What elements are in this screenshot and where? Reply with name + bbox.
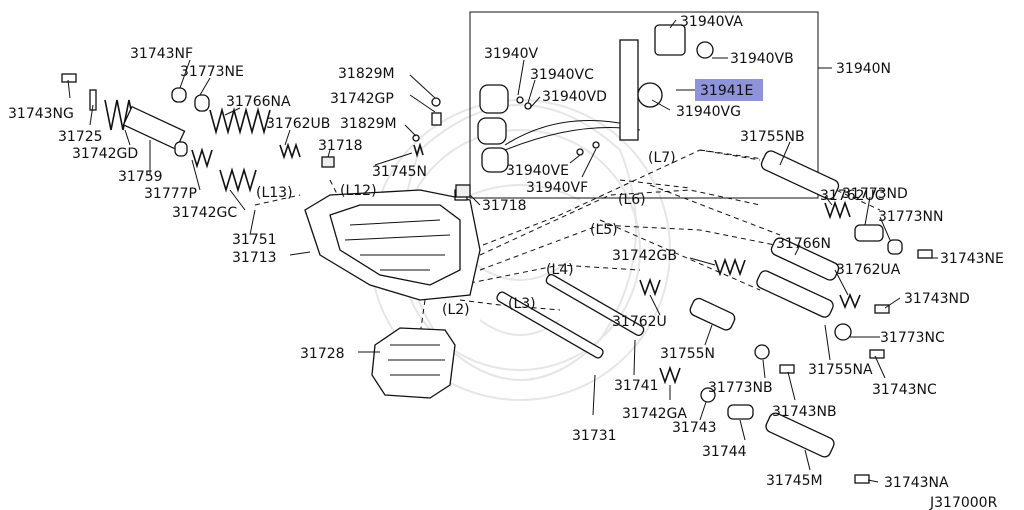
label-31773nc: 31773NC	[880, 330, 945, 346]
label-31745n: 31745N	[372, 164, 427, 180]
label-l12: (L12)	[340, 183, 377, 199]
label-31773nb: 31773NB	[708, 380, 773, 396]
label-l4: (L4)	[546, 262, 574, 278]
label-31743ng: 31743NG	[8, 106, 74, 122]
label-l2: (L2)	[442, 302, 470, 318]
label-31744: 31744	[702, 444, 747, 460]
part-labels: 31743NG 31725 31742GD 31743NF 31773NE 31…	[8, 14, 1004, 510]
label-31741: 31741	[614, 378, 659, 394]
label-31940vd: 31940VD	[542, 89, 607, 105]
label-l7: (L7)	[648, 150, 676, 166]
label-31742gp: 31742GP	[330, 91, 394, 107]
rods	[496, 273, 645, 359]
label-31759: 31759	[118, 169, 163, 185]
valve-body	[304, 189, 481, 301]
label-31755n: 31755N	[660, 346, 715, 362]
label-31743nb: 31743NB	[772, 404, 837, 420]
label-31743na: 31743NA	[884, 475, 949, 491]
label-31731: 31731	[572, 428, 617, 444]
label-31718-a: 31718	[318, 138, 363, 154]
label-31762u: 31762U	[612, 314, 667, 330]
left-parts	[61, 73, 301, 193]
label-31773ne: 31773NE	[180, 64, 244, 80]
solenoid-assembly-box	[469, 11, 819, 199]
label-31762ub: 31762UB	[266, 116, 330, 132]
highlight-31941e	[695, 79, 763, 101]
label-l13: (L13)	[256, 185, 293, 201]
label-31829m-a: 31829M	[338, 66, 395, 82]
label-31940vc: 31940VC	[530, 67, 594, 83]
label-31742ga: 31742GA	[622, 406, 687, 422]
label-31777p: 31777P	[144, 186, 197, 202]
label-31940vg: 31940VG	[676, 104, 741, 120]
label-31773nn: 31773NN	[878, 209, 943, 225]
label-l3: (L3)	[508, 296, 536, 312]
label-31742gb: 31742GB	[612, 248, 677, 264]
label-31743nc: 31743NC	[872, 382, 937, 398]
label-31940vb: 31940VB	[730, 51, 794, 67]
label-l5: (L5)	[590, 222, 618, 238]
solenoid-assembly	[477, 24, 714, 173]
label-31941e: 31941E	[700, 83, 753, 99]
separator-plate	[371, 327, 456, 399]
label-31745m: 31745M	[766, 473, 823, 489]
label-31940vf: 31940VF	[526, 180, 588, 196]
label-31743: 31743	[672, 420, 717, 436]
label-31743ne: 31743NE	[940, 251, 1004, 267]
label-31742gc: 31742GC	[172, 205, 237, 221]
label-31940n: 31940N	[836, 61, 891, 77]
label-31713: 31713	[232, 250, 277, 266]
label-31755na: 31755NA	[808, 362, 873, 378]
diagram-code: J317000R	[929, 495, 998, 510]
label-31755nb: 31755NB	[740, 129, 805, 145]
label-31940ve: 31940VE	[506, 163, 569, 179]
label-31829m-b: 31829M	[340, 116, 397, 132]
label-31940v: 31940V	[484, 46, 539, 62]
label-31773nd: 31773ND	[842, 186, 908, 202]
label-31728: 31728	[300, 346, 345, 362]
label-31762uc: 31762UC	[820, 188, 885, 204]
label-31725: 31725	[58, 129, 103, 145]
label-31742gd: 31742GD	[72, 146, 138, 162]
label-l6: (L6)	[618, 192, 646, 208]
leader-lines	[67, 19, 938, 483]
label-31762ua: 31762UA	[836, 262, 901, 278]
label-31751: 31751	[232, 232, 277, 248]
label-31766n: 31766N	[776, 236, 831, 252]
label-31743nd: 31743ND	[904, 291, 970, 307]
label-31766na: 31766NA	[226, 94, 291, 110]
label-31718-b: 31718	[482, 198, 527, 214]
label-31743nf: 31743NF	[130, 46, 193, 62]
label-31940va: 31940VA	[680, 14, 743, 30]
